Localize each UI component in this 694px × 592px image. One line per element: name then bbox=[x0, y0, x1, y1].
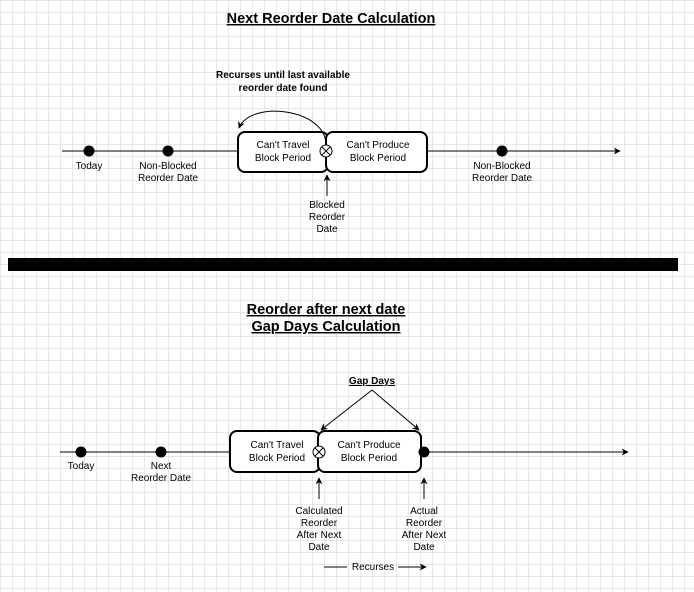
top-nonblocked2-label-2: Reorder Date bbox=[472, 173, 532, 184]
top-produce-box-label-2: Block Period bbox=[350, 153, 406, 164]
top-cant-produce-box bbox=[325, 131, 428, 173]
bottom-actual-label-2: Reorder bbox=[406, 518, 443, 529]
bottom-produce-box-label-2: Block Period bbox=[341, 453, 397, 464]
top-nonblocked1-label-2: Reorder Date bbox=[138, 173, 198, 184]
top-recurse-note-2: reorder date found bbox=[239, 83, 328, 94]
top-blocked-label-3: Date bbox=[316, 224, 338, 235]
top-recurse-curve-arrow bbox=[238, 110, 327, 146]
bottom-calc-label-1: Calculated bbox=[295, 506, 342, 517]
gap-days-arrow-left bbox=[320, 389, 373, 431]
bottom-produce-box-label-1: Can't Produce bbox=[337, 440, 400, 451]
bottom-travel-box-label-1: Can't Travel bbox=[250, 440, 303, 451]
bottom-calc-label-4: Date bbox=[308, 542, 330, 553]
gap-days-label: Gap Days bbox=[349, 376, 396, 387]
bottom-calculated-date-marker bbox=[312, 445, 326, 459]
bottom-actual-reorder-point bbox=[418, 446, 430, 458]
top-nonblocked1-label-1: Non-Blocked bbox=[139, 161, 196, 172]
bottom-next-label-1: Next bbox=[151, 461, 172, 472]
bottom-actual-label-3: After Next bbox=[402, 530, 447, 541]
bottom-travel-box-label-2: Block Period bbox=[249, 453, 305, 464]
bottom-cant-travel-box bbox=[229, 430, 321, 473]
bottom-diagram: Reorder after next date Gap Days Calcula… bbox=[60, 302, 629, 573]
top-diagram-title: Next Reorder Date Calculation bbox=[227, 11, 436, 27]
bottom-diagram-title-2: Gap Days Calculation bbox=[251, 319, 400, 335]
gap-days-arrow-right bbox=[371, 389, 420, 431]
bottom-next-reorder-point bbox=[155, 446, 167, 458]
top-travel-box-label-2: Block Period bbox=[255, 153, 311, 164]
bottom-cant-produce-box bbox=[317, 430, 422, 473]
top-diagram: Next Reorder Date Calculation Can't Trav… bbox=[62, 11, 621, 235]
bottom-today-point bbox=[75, 446, 87, 458]
top-blocked-date-marker bbox=[319, 144, 333, 158]
top-blocked-label-1: Blocked bbox=[309, 200, 345, 211]
bottom-next-label-2: Reorder Date bbox=[131, 473, 191, 484]
bottom-actual-label-4: Date bbox=[413, 542, 435, 553]
bottom-today-label: Today bbox=[68, 461, 95, 472]
bottom-actual-label-1: Actual bbox=[410, 506, 438, 517]
bottom-diagram-title-1: Reorder after next date bbox=[247, 302, 406, 318]
top-produce-box-label-1: Can't Produce bbox=[346, 140, 409, 151]
bottom-calc-label-3: After Next bbox=[297, 530, 342, 541]
top-blocked-label-2: Reorder bbox=[309, 212, 346, 223]
bottom-calc-label-2: Reorder bbox=[301, 518, 338, 529]
section-divider bbox=[8, 258, 678, 271]
top-travel-box-label-1: Can't Travel bbox=[256, 140, 309, 151]
top-recurse-note-1: Recurses until last available bbox=[216, 70, 350, 81]
top-nonblocked-point-2 bbox=[496, 145, 508, 157]
top-nonblocked2-label-1: Non-Blocked bbox=[473, 161, 530, 172]
top-today-label: Today bbox=[76, 161, 103, 172]
top-today-point bbox=[83, 145, 95, 157]
top-cant-travel-box bbox=[237, 131, 329, 173]
recurses-label: Recurses bbox=[352, 562, 394, 573]
top-nonblocked-point-1 bbox=[162, 145, 174, 157]
